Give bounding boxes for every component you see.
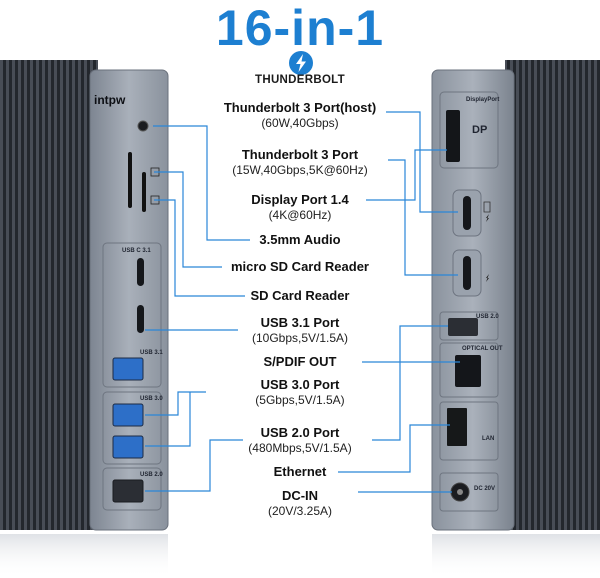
spec-sub: (4K@60Hz): [268, 208, 332, 222]
optical-label: OPTICAL OUT: [462, 346, 503, 352]
spec-label: USB 3.0 Port: [260, 377, 340, 392]
thunderbolt-wordmark: THUNDERBOLT: [255, 74, 345, 86]
front-panel: [89, 69, 169, 531]
spec-displayport: Display Port 1.4 (4K@60Hz): [200, 192, 400, 222]
displayport-label: DisplayPort: [466, 97, 499, 103]
usb-c-label: USB C 3.1: [122, 248, 151, 254]
spec-usb31: USB 3.1 Port (10Gbps,5V/1.5A): [200, 315, 400, 345]
laptop-icon: [483, 201, 491, 213]
usb30-label: USB 3.0: [140, 396, 163, 402]
optical-section: [439, 342, 499, 398]
spec-audio: 3.5mm Audio: [200, 232, 400, 248]
displayport-port: [446, 110, 460, 162]
spec-tb3: Thunderbolt 3 Port (15W,40Gbps,5K@60Hz): [200, 147, 400, 177]
spec-sub: (20V/3.25A): [267, 504, 333, 518]
spec-spdif: S/PDIF OUT: [200, 354, 400, 370]
spec-label: DC-IN: [281, 488, 319, 503]
spec-label: USB 3.1 Port: [260, 315, 340, 330]
ethernet-port: [447, 408, 467, 446]
usb-c-port-2: [137, 305, 144, 333]
usb-a-30-port-2: [112, 435, 144, 459]
spec-label: S/PDIF OUT: [263, 354, 337, 369]
spec-tb3-host: Thunderbolt 3 Port(host) (60W,40Gbps): [200, 100, 400, 130]
sd-slot: [142, 172, 146, 212]
spec-label: Display Port 1.4: [251, 192, 349, 207]
spec-sub: (15W,40Gbps,5K@60Hz): [232, 163, 368, 177]
callout-sd: [154, 199, 245, 297]
dc-label: DC 20V: [474, 486, 495, 492]
spec-label: micro SD Card Reader: [231, 259, 369, 274]
back-usb20-port: [448, 318, 478, 336]
spec-label: Thunderbolt 3 Port: [241, 147, 359, 162]
spec-label: Thunderbolt 3 Port(host): [223, 100, 377, 115]
thunderbolt-icon: [289, 51, 313, 75]
callout-ethernet: [338, 424, 450, 473]
tb3-port: [463, 256, 471, 290]
micro-sd-slot: [128, 152, 132, 208]
bolt-small-icon-1: [486, 214, 489, 222]
page-title: 16-in-1: [215, 0, 385, 56]
spec-sub: (10Gbps,5V/1.5A): [251, 331, 349, 345]
front-usb20-label: USB 2.0: [140, 472, 163, 478]
dp-section: [439, 91, 499, 169]
audio-jack: [137, 120, 149, 132]
intpw-logo: intpw: [94, 93, 126, 107]
spec-label: Ethernet: [273, 464, 327, 479]
callout-lines: [145, 111, 460, 493]
spdif-port: [455, 355, 481, 387]
callout-back-usb20: [372, 325, 448, 441]
callout-audio: [153, 125, 250, 241]
spec-sd: SD Card Reader: [200, 288, 400, 304]
callout-usb20: [145, 439, 243, 492]
spec-label: SD Card Reader: [250, 288, 350, 303]
spec-usb30: USB 3.0 Port (5Gbps,5V/1.5A): [200, 377, 400, 407]
callout-tb3: [388, 159, 458, 276]
spec-sub: (5Gbps,5V/1.5A): [255, 393, 345, 407]
spec-sub: (60W,40Gbps): [261, 116, 339, 130]
usb-a-31-port: [112, 357, 144, 381]
usb20-section: [102, 467, 162, 511]
back-usb20-label: USB 2.0: [476, 314, 499, 320]
spec-micro-sd: micro SD Card Reader: [200, 259, 400, 275]
spec-label: 3.5mm Audio: [259, 232, 341, 247]
usb-a-30-port-1: [112, 403, 144, 427]
spec-dc-in: DC-IN (20V/3.25A): [200, 488, 400, 518]
dp-mark: DP: [472, 124, 487, 136]
callout-usb30: [145, 391, 206, 447]
callout-dp: [366, 149, 447, 201]
back-panel: [431, 69, 515, 531]
usb31-label: USB 3.1: [140, 350, 163, 356]
tb3-host-port: [463, 196, 471, 230]
back-dock: DisplayPort DP USB 2.0 OPTICAL OUT LAN D…: [431, 60, 600, 578]
spec-label: USB 2.0 Port: [260, 425, 340, 440]
left-heatsink-fins: [0, 60, 98, 530]
usb30-section: [102, 391, 162, 465]
spec-ethernet: Ethernet: [200, 464, 400, 480]
bolt-small-icon-2: [486, 274, 489, 282]
usb-c-port-1: [137, 258, 144, 286]
callout-tb3-host: [386, 111, 458, 213]
spec-usb20: USB 2.0 Port (480Mbps,5V/1.5A): [200, 425, 400, 455]
front-dock: intpw USB C 3.1 USB 3.1 USB 3.0 USB 2.0: [0, 60, 169, 578]
spec-sub: (480Mbps,5V/1.5A): [248, 441, 352, 455]
lan-section: [439, 401, 499, 461]
callout-micro-sd: [154, 171, 222, 268]
right-heatsink-fins: [505, 60, 600, 530]
lan-label: LAN: [482, 436, 494, 442]
usb-c-section: [102, 242, 162, 388]
usb-a-20-port: [112, 479, 144, 503]
